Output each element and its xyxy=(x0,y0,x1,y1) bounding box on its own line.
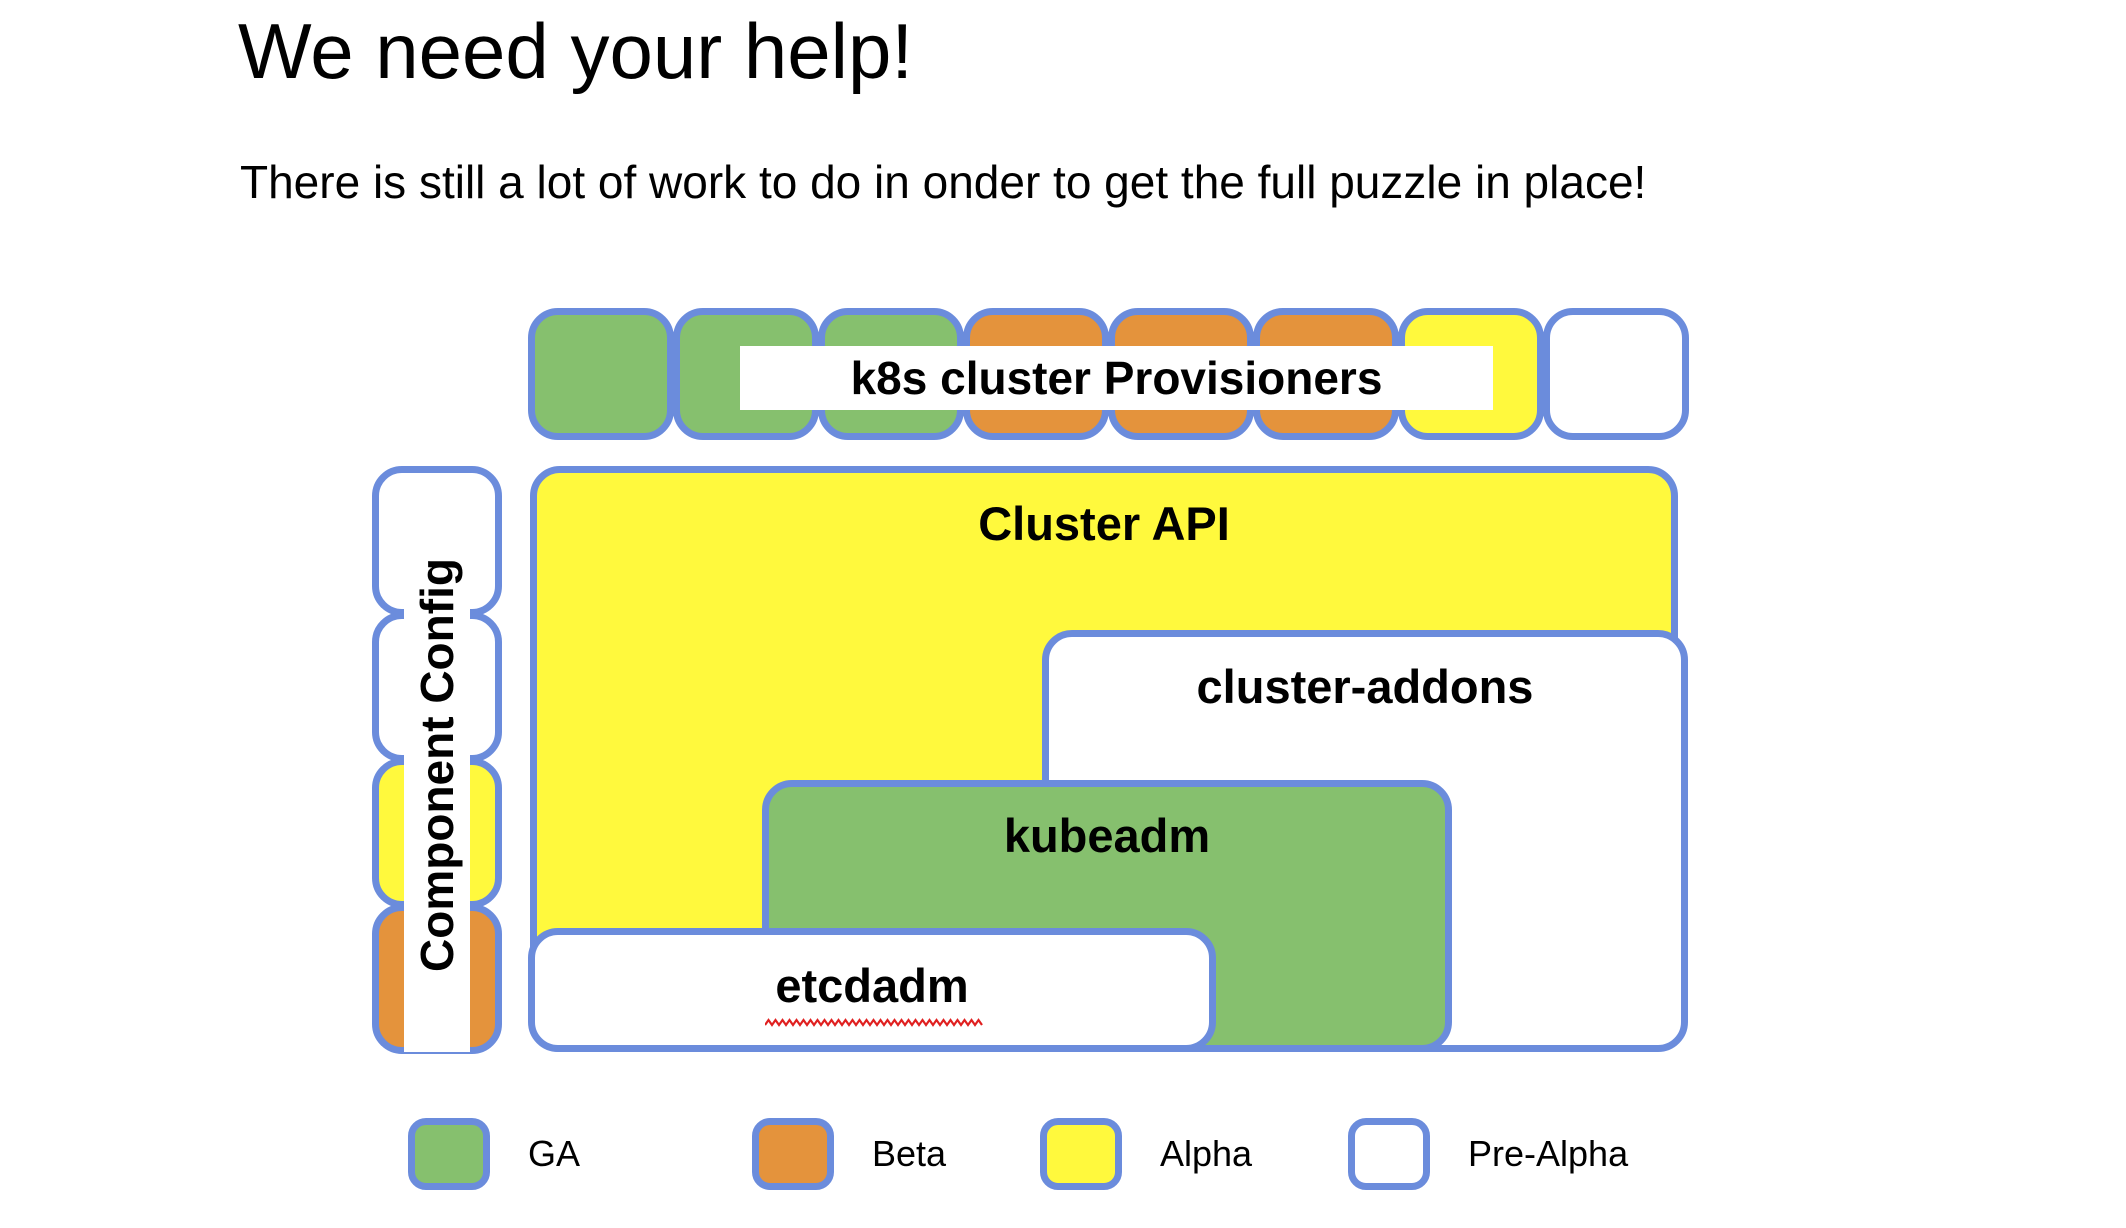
cluster-api-label: Cluster API xyxy=(978,497,1230,550)
legend-label-alpha: Alpha xyxy=(1160,1133,1253,1174)
legend-swatch-beta xyxy=(752,1118,834,1190)
legend: GA Beta Alpha Pre-Alpha xyxy=(0,1118,2126,1208)
legend-item-beta: Beta xyxy=(752,1118,946,1190)
legend-item-ga: GA xyxy=(408,1118,580,1190)
etcdadm-label: etcdadm xyxy=(775,959,969,1012)
page-subtitle: There is still a lot of work to do in on… xyxy=(240,156,1647,208)
legend-label-ga: GA xyxy=(528,1133,581,1174)
etcdadm-box[interactable] xyxy=(528,928,1216,1052)
legend-swatch-ga xyxy=(408,1118,490,1190)
legend-label-beta: Beta xyxy=(872,1133,947,1174)
legend-item-alpha: Alpha xyxy=(1040,1118,1252,1190)
page-title: We need your help! xyxy=(238,7,913,95)
provisioner-tile-1[interactable] xyxy=(528,308,674,440)
legend-swatch-alpha xyxy=(1040,1118,1122,1190)
kubeadm-label: kubeadm xyxy=(1003,809,1211,862)
component-config-label-text: Component Config xyxy=(411,558,464,972)
provisioner-tile-8[interactable] xyxy=(1543,308,1689,440)
provisioners-label: k8s cluster Provisioners xyxy=(740,346,1493,410)
legend-swatch-pre-alpha xyxy=(1348,1118,1430,1190)
component-config-label: Component Config xyxy=(404,478,470,1052)
cluster-addons-label: cluster-addons xyxy=(1196,660,1534,713)
spellcheck-underline-icon xyxy=(765,1018,983,1027)
legend-item-pre-alpha: Pre-Alpha xyxy=(1348,1118,1628,1190)
legend-label-pre-alpha: Pre-Alpha xyxy=(1468,1133,1629,1174)
